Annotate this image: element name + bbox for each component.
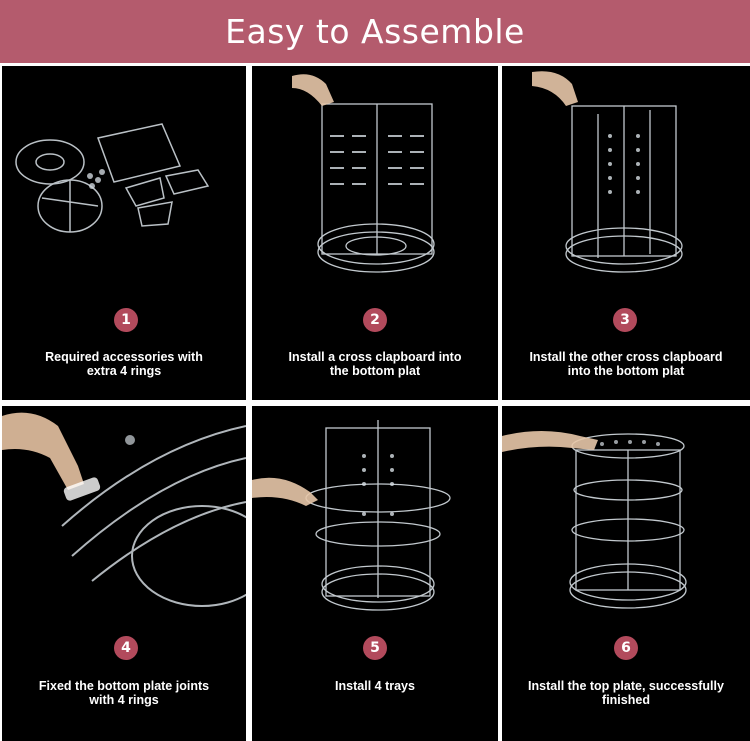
step-panel-2: 2 Install a cross clapboard into the bot… bbox=[252, 66, 498, 400]
step-caption: Required accessories with extra 4 rings bbox=[2, 350, 246, 378]
step-caption-line2: the bottom plat bbox=[329, 364, 421, 378]
step-caption: Install a cross clapboard into the botto… bbox=[252, 350, 498, 378]
step-caption-line2: with 4 rings bbox=[89, 693, 159, 707]
step-caption-line2: finished bbox=[602, 693, 650, 707]
step-caption: Install the top plate, successfully fini… bbox=[502, 679, 750, 707]
trays-illustration bbox=[252, 420, 451, 611]
step-caption-line1: Fixed the bottom plate joints bbox=[38, 679, 210, 693]
step-caption-line2: extra 4 rings bbox=[86, 364, 162, 378]
finished-organizer-illustration bbox=[502, 431, 687, 609]
step-number-badge: 6 bbox=[614, 636, 638, 660]
step-panel-4: 4 Fixed the bottom plate joints with 4 r… bbox=[2, 406, 246, 741]
step-caption-line1: Install the top plate, successfully bbox=[528, 679, 724, 693]
step-caption-line1: Install a cross clapboard into bbox=[288, 350, 462, 364]
step-caption-line1: Required accessories with bbox=[45, 350, 203, 364]
step-caption: Install the other cross clapboard into t… bbox=[502, 350, 750, 378]
step-caption-line2: into the bottom plat bbox=[567, 364, 685, 378]
step-caption-line1: Install 4 trays bbox=[335, 679, 415, 693]
step-panel-1: 1 Required accessories with extra 4 ring… bbox=[2, 66, 246, 400]
second-clapboard-illustration bbox=[532, 71, 683, 273]
step-panel-3: 3 Install the other cross clapboard into… bbox=[502, 66, 750, 400]
step-panel-5: 5 Install 4 trays bbox=[252, 406, 498, 741]
step-caption: Fixed the bottom plate joints with 4 rin… bbox=[2, 679, 246, 707]
steps-grid: 1 Required accessories with extra 4 ring… bbox=[0, 66, 750, 741]
step-number-badge: 4 bbox=[114, 636, 138, 660]
step-caption: Install 4 trays bbox=[252, 679, 498, 693]
clapboard-illustration bbox=[292, 74, 435, 273]
accessories-illustration bbox=[15, 123, 210, 233]
header-banner: Easy to Assemble bbox=[0, 0, 750, 63]
step-panel-6: 6 Install the top plate, successfully fi… bbox=[502, 406, 750, 741]
ring-joint-illustration bbox=[2, 412, 246, 607]
step-number-badge: 2 bbox=[363, 308, 387, 332]
step-number-badge: 5 bbox=[363, 636, 387, 660]
page-title: Easy to Assemble bbox=[225, 12, 525, 51]
step-number-badge: 3 bbox=[613, 308, 637, 332]
step-caption-line1: Install the other cross clapboard bbox=[529, 350, 723, 364]
step-number-badge: 1 bbox=[114, 308, 138, 332]
